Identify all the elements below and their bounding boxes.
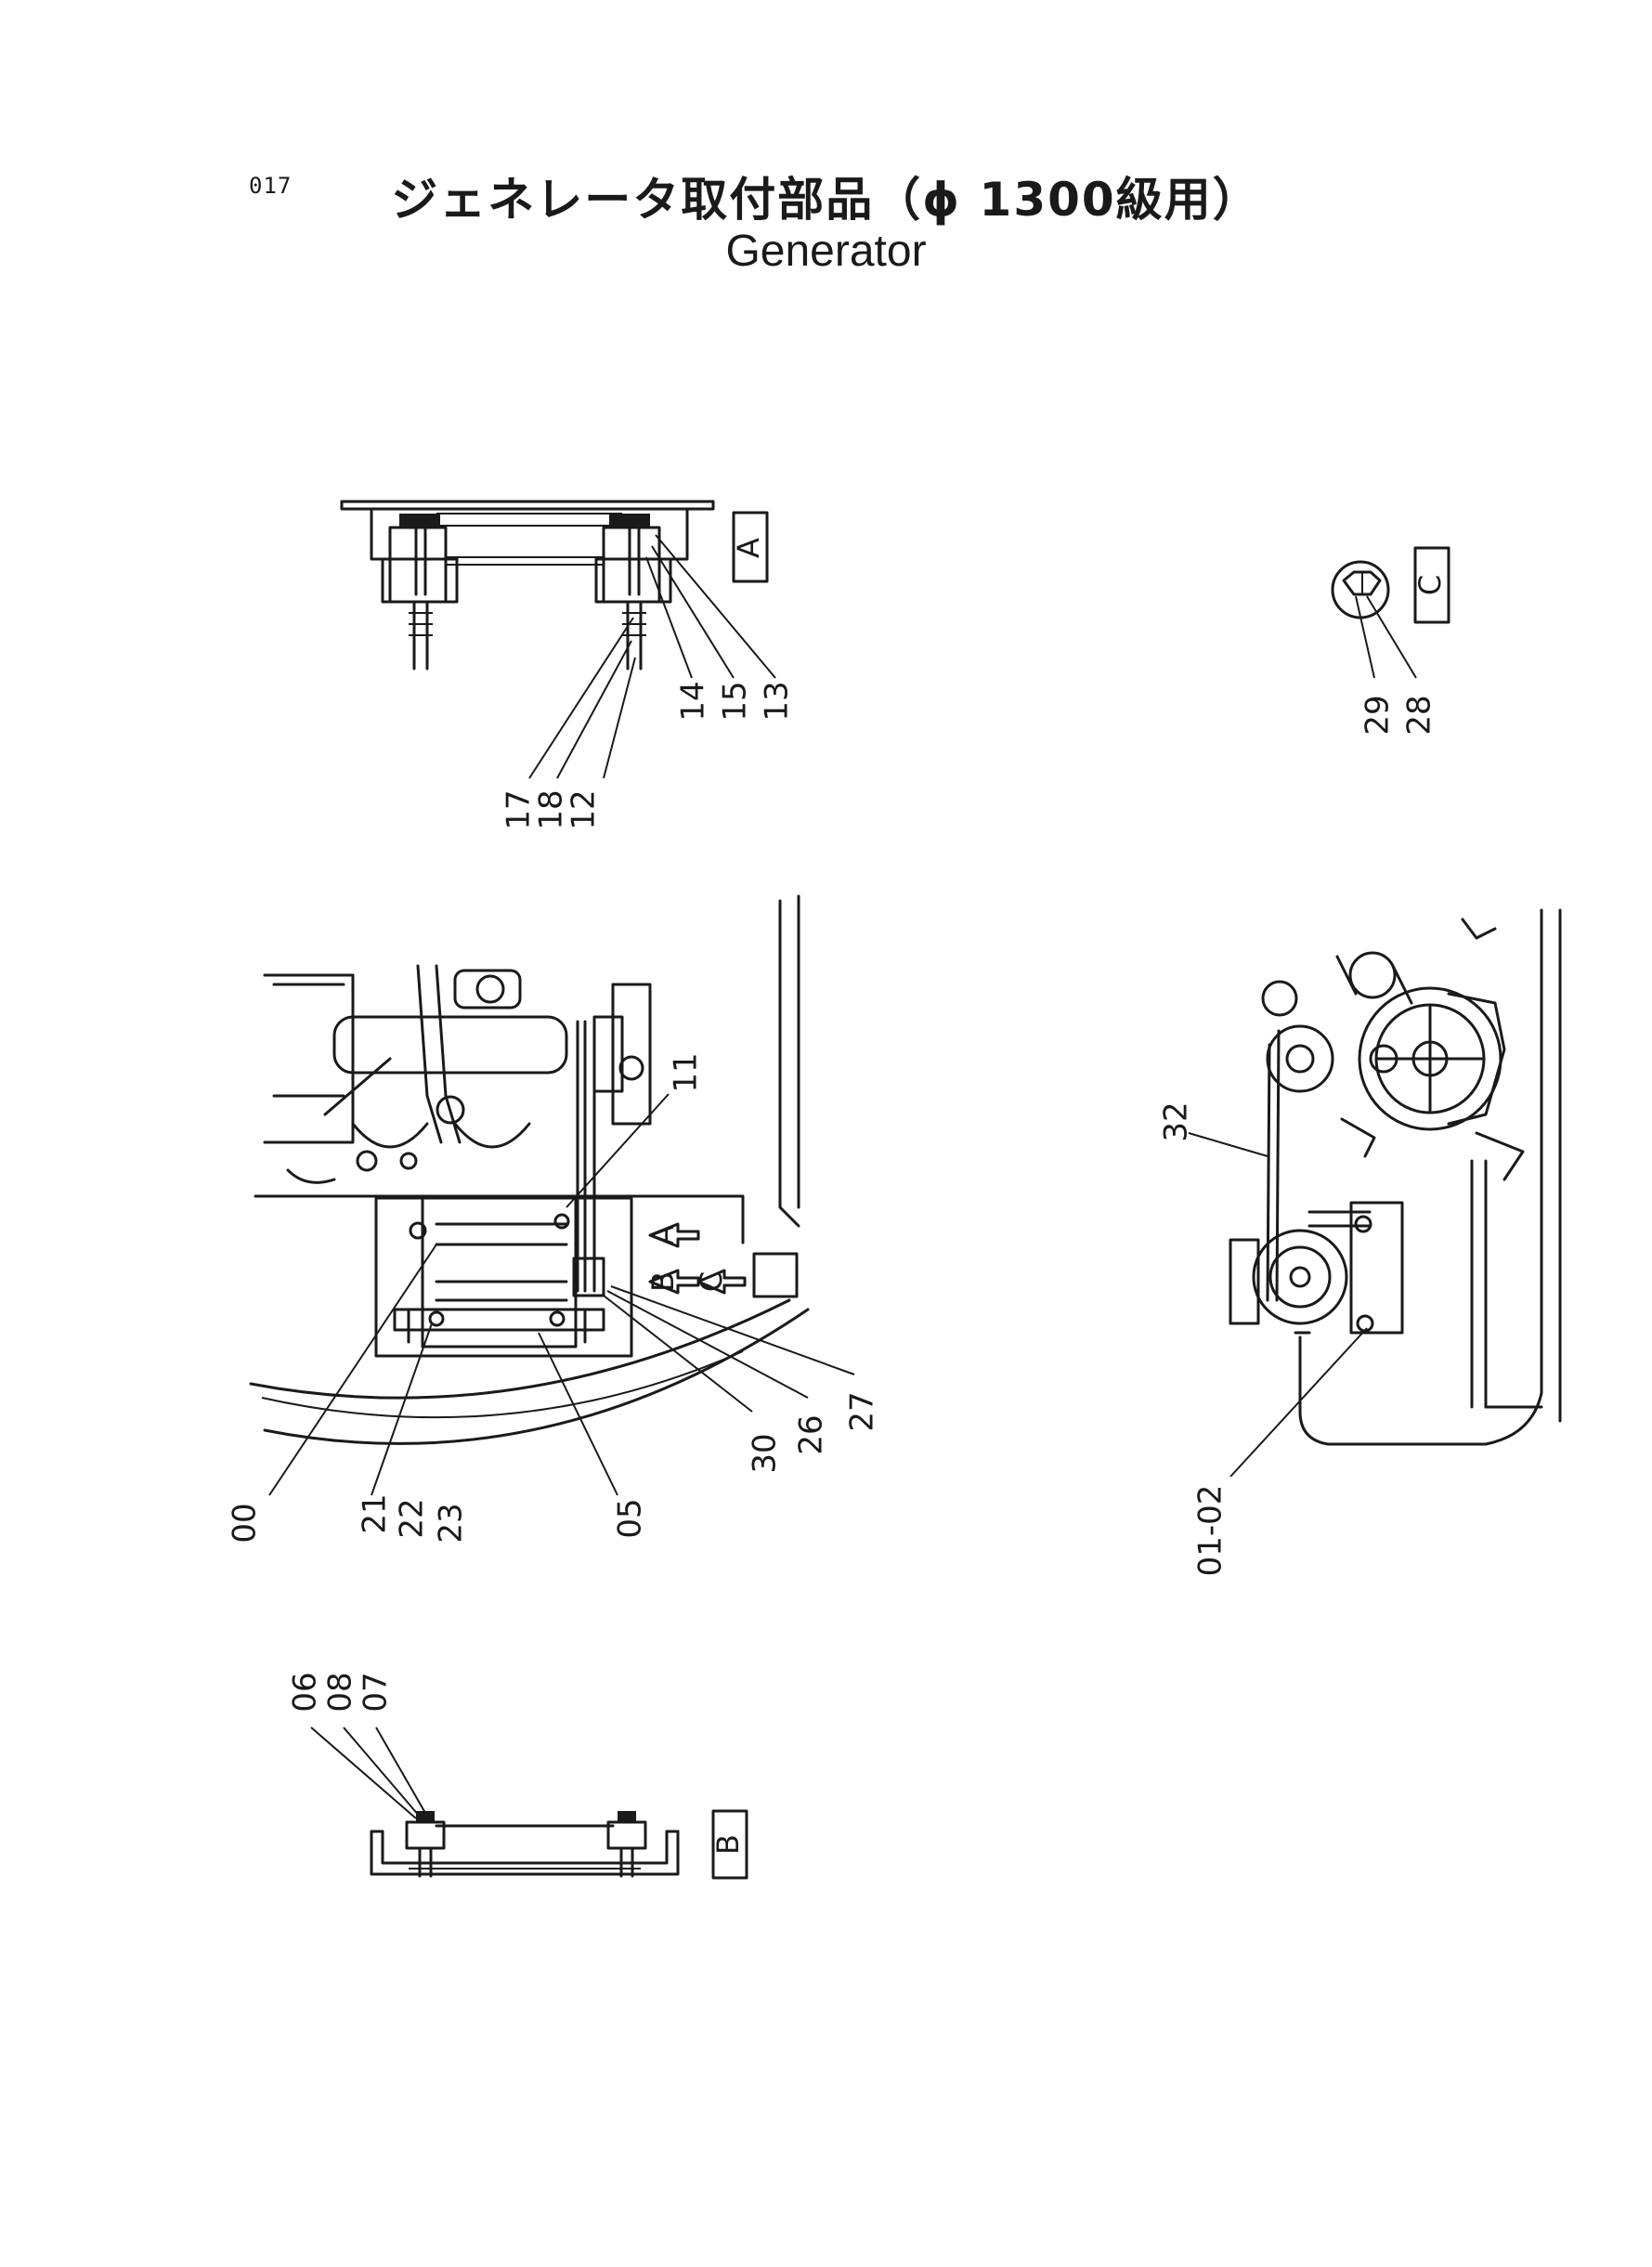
callout-29: 29 [1359, 695, 1397, 735]
callout-26: 26 [793, 1414, 830, 1454]
callout-27: 27 [844, 1391, 881, 1431]
callout-18: 18 [533, 789, 570, 829]
callout-22: 22 [394, 1498, 431, 1538]
callout-28: 28 [1401, 695, 1438, 735]
callout-00: 00 [227, 1503, 264, 1543]
callout-14: 14 [675, 681, 712, 721]
callout-21: 21 [357, 1493, 394, 1533]
callout-07: 07 [358, 1672, 395, 1712]
page-title-english: Generator [725, 227, 927, 276]
view-a-section-drawing [340, 500, 776, 779]
callout-30: 30 [747, 1433, 784, 1473]
callout-01-02: 01-02 [1192, 1485, 1229, 1577]
view-c-detail-drawing [1331, 546, 1450, 679]
callout-17: 17 [501, 789, 538, 829]
callout-23: 23 [433, 1503, 470, 1543]
main-assembly-drawing [249, 894, 855, 1496]
page-number: 017 [249, 173, 293, 199]
page-title-japanese: ジェネレータ取付部品（ϕ 1300級用） [391, 173, 1261, 227]
callout-15: 15 [717, 681, 754, 721]
arrow-a-label: A [645, 1225, 681, 1245]
view-c-label: C [1412, 575, 1448, 595]
callout-13: 13 [759, 681, 796, 721]
callout-06: 06 [287, 1672, 324, 1712]
side-view-drawing [1188, 908, 1562, 1478]
callout-05: 05 [612, 1498, 649, 1538]
view-b-section-drawing [310, 1726, 748, 1880]
arrow-b-label: B [645, 1271, 681, 1292]
callout-32: 32 [1158, 1101, 1195, 1141]
callout-11: 11 [668, 1052, 705, 1092]
callout-12: 12 [566, 789, 603, 829]
arrow-c-label: C [694, 1271, 729, 1292]
view-b-label: B [710, 1834, 746, 1855]
callout-08: 08 [322, 1672, 359, 1712]
view-a-label: A [731, 538, 766, 558]
